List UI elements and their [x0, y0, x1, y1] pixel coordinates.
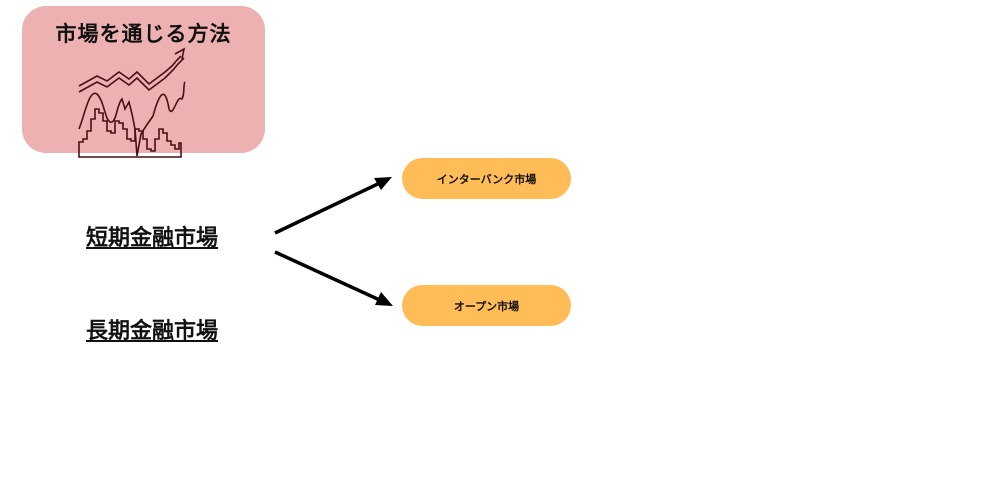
long-term-market-label: 長期金融市場: [86, 319, 219, 344]
interbank-market-pill: インターバンク市場: [402, 158, 571, 199]
title-card: 市場を通じる方法: [22, 6, 265, 158]
arrow-to-open: [274, 250, 385, 304]
stock-chart-icon: [78, 47, 186, 158]
arrowhead-icon: [375, 292, 393, 306]
arrowhead-icon: [374, 177, 392, 190]
arrow-to-interbank: [274, 179, 385, 235]
short-term-market-label: 短期金融市場: [86, 226, 219, 251]
open-market-pill: オープン市場: [402, 285, 571, 326]
title: 市場を通じる方法: [55, 22, 232, 46]
